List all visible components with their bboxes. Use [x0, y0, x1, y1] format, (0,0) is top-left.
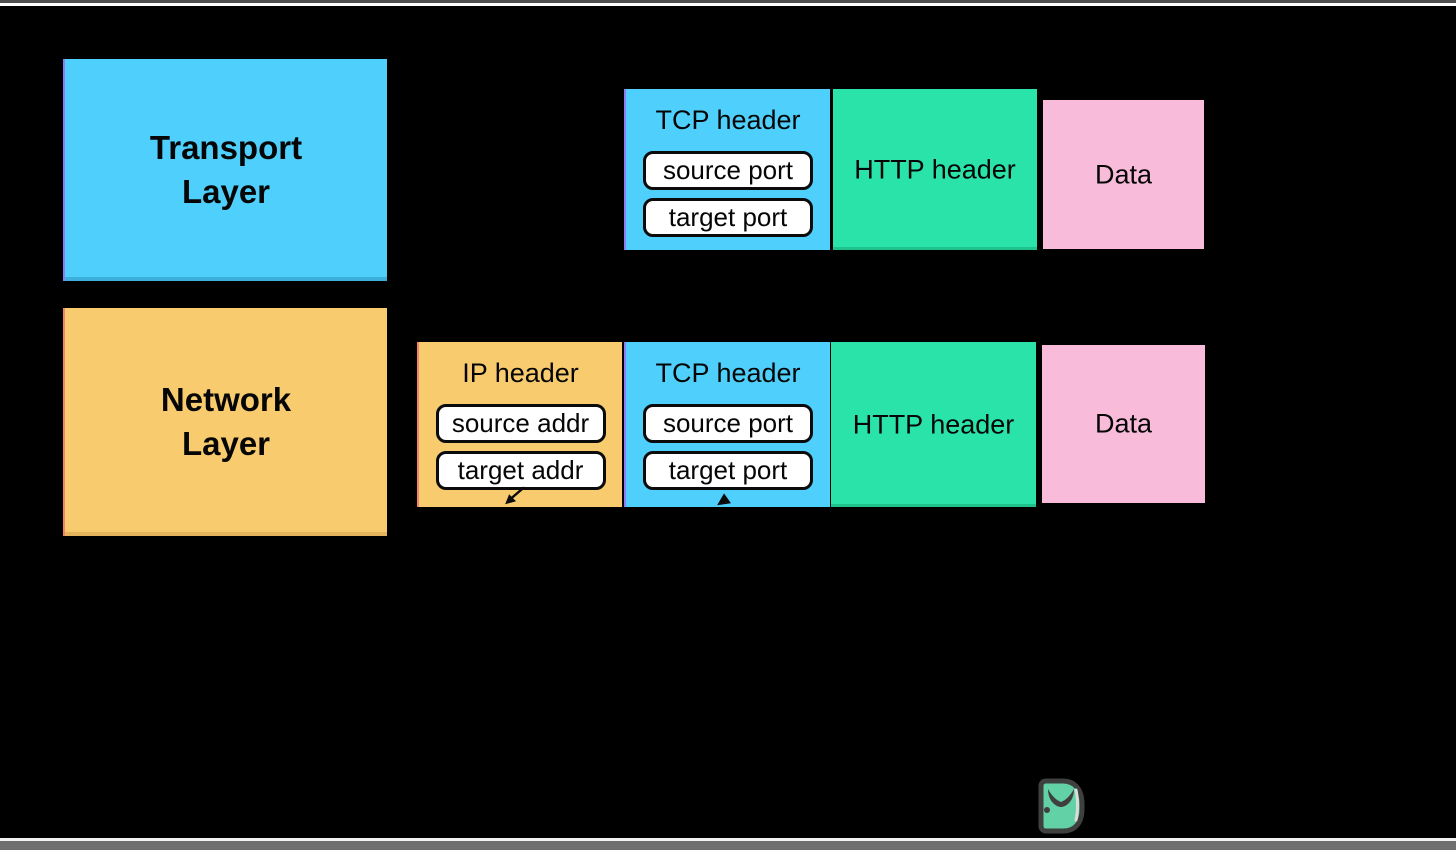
segment-http-header-network: HTTP header [831, 342, 1036, 507]
tcp-header-label: TCP header [655, 358, 801, 388]
transport-layer-box: Transport Layer [63, 59, 387, 281]
bottom-frame-gray-bar [0, 841, 1456, 850]
segment-http-header-transport: HTTP header [833, 89, 1037, 250]
segment-ip-header-network: IP header source addr target addr [417, 342, 622, 507]
transport-layer-label-line2: Layer [181, 173, 271, 210]
http-header-label: HTTP header [852, 409, 1015, 439]
field-pill-target-addr: target addr [435, 451, 606, 490]
http-header-label: HTTP header [854, 154, 1016, 184]
data-label: Data [1094, 159, 1153, 189]
top-frame-white-bar [0, 3, 1456, 6]
field-pill-source-addr: source addr [435, 404, 606, 443]
top-frame-gray-bar [0, 0, 1456, 3]
field-pill-target-port: target port [643, 198, 813, 237]
owl-logo-icon [1038, 778, 1085, 834]
segment-data-network: Data [1042, 345, 1205, 503]
network-layer-label-line1: Network [160, 381, 292, 418]
transport-layer-label-line1: Transport [149, 129, 303, 166]
segment-tcp-header-transport: TCP header source port target port [624, 89, 830, 250]
tcp-header-label: TCP header [655, 105, 801, 135]
field-pill-source-port: source port [643, 151, 813, 190]
field-pill-target-port: target port [643, 451, 813, 490]
data-label: Data [1094, 408, 1153, 439]
ip-header-label: IP header [462, 358, 579, 388]
network-layer-box: Network Layer [63, 308, 387, 536]
bottom-frame-white-bar [0, 838, 1456, 841]
segment-tcp-header-network: TCP header source port target port [624, 342, 830, 507]
field-pill-source-port: source port [643, 404, 813, 443]
network-layer-label-line2: Layer [181, 425, 271, 462]
segment-data-transport: Data [1043, 100, 1204, 249]
